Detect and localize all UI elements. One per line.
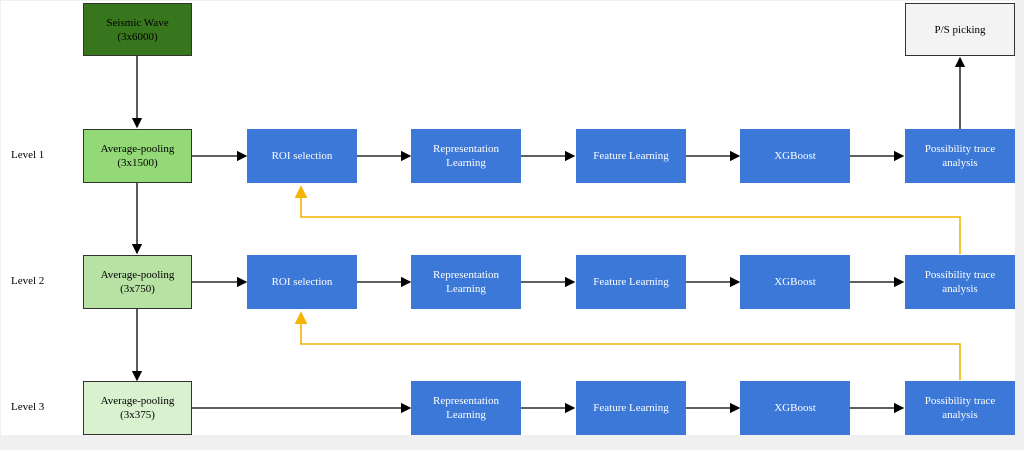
pool-level-3-title: Average-pooling bbox=[100, 395, 175, 407]
l1-feature-learning: Feature Learning bbox=[576, 129, 686, 183]
l2-possibility-trace: Possibility trace analysis bbox=[905, 255, 1015, 309]
l1-possibility-trace: Possibility trace analysis bbox=[905, 129, 1015, 183]
pool-level-1-size: (3x1500) bbox=[117, 157, 158, 169]
pool-level-3-size: (3x375) bbox=[120, 409, 155, 421]
seismic-wave-size: (3x6000) bbox=[117, 30, 158, 43]
pool-level-2-title: Average-pooling bbox=[100, 269, 175, 281]
pool-level-3-node: Average-pooling (3x375) bbox=[83, 381, 192, 435]
seismic-wave-node: Seismic Wave(3x6000) bbox=[83, 3, 192, 56]
ps-picking-label: P/S picking bbox=[934, 23, 986, 36]
l3-representation-learning: Representation Learning bbox=[411, 381, 521, 435]
ps-picking-node: P/S picking bbox=[905, 3, 1015, 56]
pool-level-1-node: Average-pooling (3x1500) bbox=[83, 129, 192, 183]
diagram-canvas: Seismic Wave(3x6000) P/S picking Level 1… bbox=[1, 1, 1015, 435]
l2-feature-learning: Feature Learning bbox=[576, 255, 686, 309]
l3-feature-learning: Feature Learning bbox=[576, 381, 686, 435]
l3-xgboost: XGBoost bbox=[740, 381, 850, 435]
l1-xgboost: XGBoost bbox=[740, 129, 850, 183]
feedback-l2-to-l1-roi bbox=[294, 185, 961, 254]
l3-possibility-trace: Possibility trace analysis bbox=[905, 381, 1015, 435]
l1-roi-selection: ROI selection bbox=[247, 129, 357, 183]
seismic-wave-title: Seismic Wave bbox=[106, 16, 169, 29]
l2-xgboost: XGBoost bbox=[740, 255, 850, 309]
connector-layer bbox=[131, 56, 966, 414]
level-1-label: Level 1 bbox=[11, 149, 45, 161]
l2-representation-learning: Representation Learning bbox=[411, 255, 521, 309]
l2-roi-selection: ROI selection bbox=[247, 255, 357, 309]
l1-representation-learning: Representation Learning bbox=[411, 129, 521, 183]
pool-level-1-title: Average-pooling bbox=[100, 143, 175, 155]
pool-level-2-node: Average-pooling (3x750) bbox=[83, 255, 192, 309]
level-3-label: Level 3 bbox=[11, 401, 45, 413]
level-2-label: Level 2 bbox=[11, 275, 45, 287]
pool-level-2-size: (3x750) bbox=[120, 283, 155, 295]
feedback-l3-to-l2-roi bbox=[294, 311, 961, 380]
